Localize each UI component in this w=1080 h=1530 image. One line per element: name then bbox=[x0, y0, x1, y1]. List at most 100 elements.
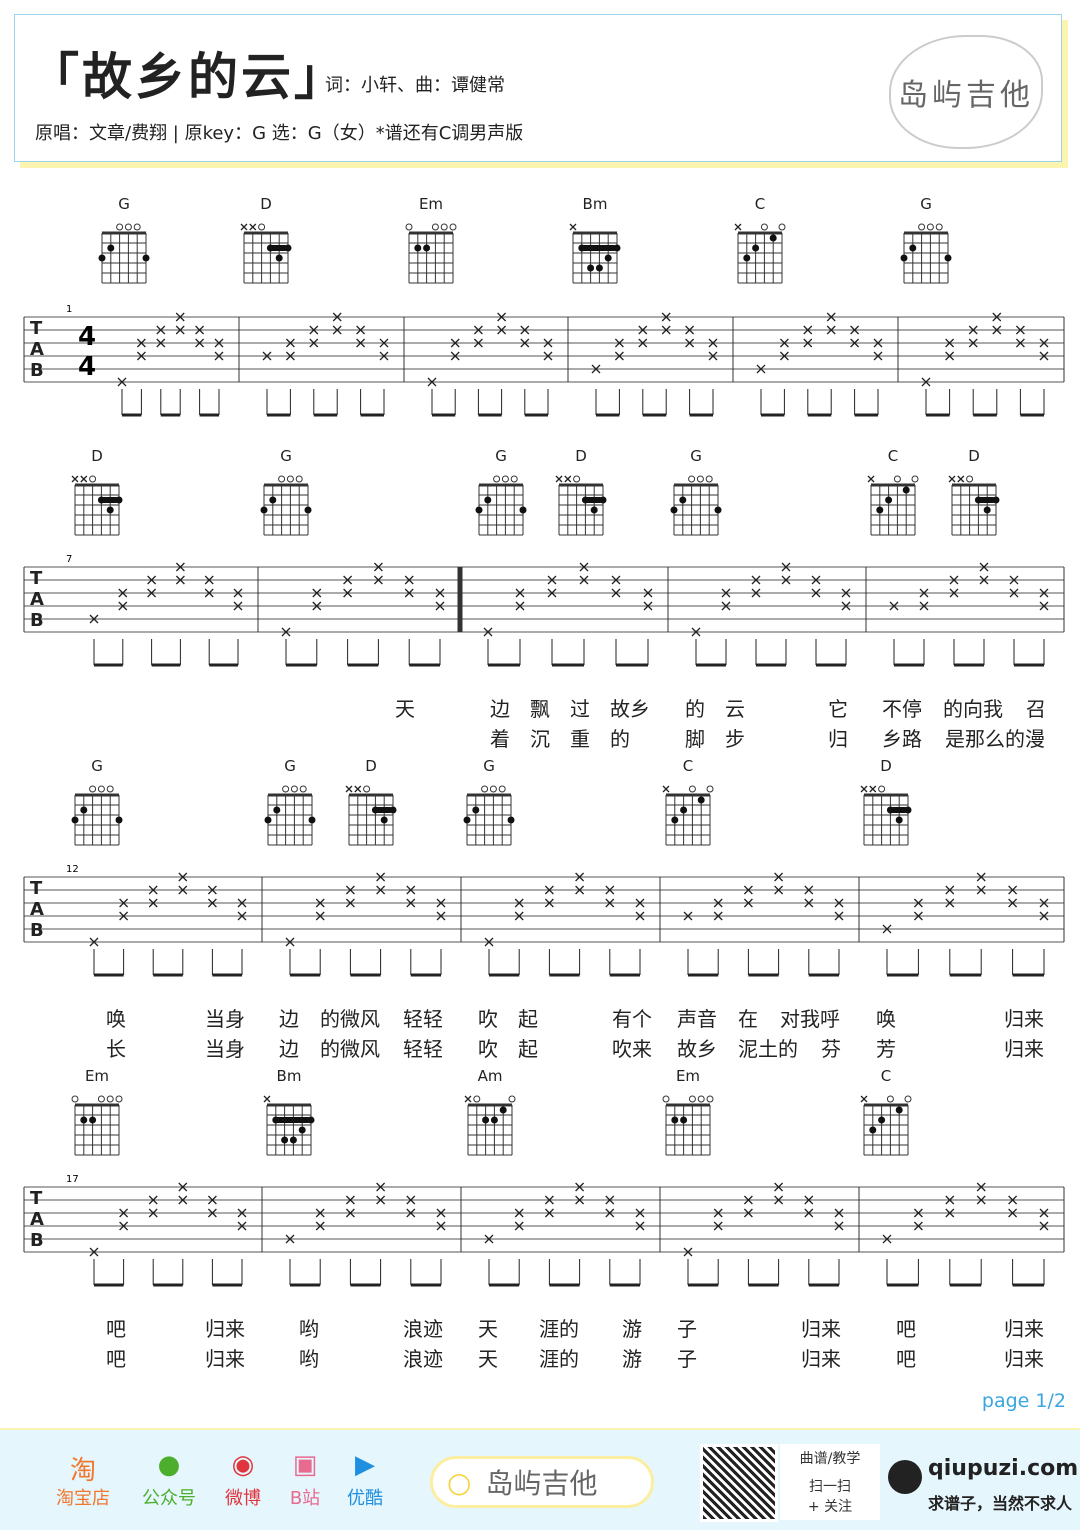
open-mark bbox=[706, 785, 714, 793]
tab-note bbox=[436, 898, 446, 908]
lyric-word: 游 bbox=[622, 1317, 642, 1341]
tab-note bbox=[774, 885, 784, 895]
time-sig-top: 4 bbox=[78, 322, 96, 352]
tab-note bbox=[575, 885, 585, 895]
lyric-word: 子 bbox=[677, 1317, 697, 1341]
tab-note bbox=[614, 351, 624, 361]
tab-note bbox=[89, 1247, 99, 1257]
tab-note bbox=[404, 575, 414, 585]
chord-name: Bm bbox=[583, 195, 608, 213]
tab-note bbox=[175, 325, 185, 335]
tab-note bbox=[811, 588, 821, 598]
youku-link[interactable]: ▶优酷 bbox=[330, 1450, 400, 1510]
tab-note bbox=[1039, 588, 1049, 598]
lyric-word: 吹 bbox=[478, 1037, 498, 1061]
tab-note bbox=[345, 898, 355, 908]
tab-note bbox=[309, 338, 319, 348]
tab-clef: T bbox=[30, 568, 43, 589]
tab-note bbox=[743, 1195, 753, 1205]
tab-note bbox=[118, 588, 128, 598]
tab-note bbox=[850, 338, 860, 348]
tab-note bbox=[376, 885, 386, 895]
open-mark bbox=[904, 1095, 912, 1103]
open-mark bbox=[926, 223, 934, 231]
tab-note bbox=[1008, 1195, 1018, 1205]
chord-name: C bbox=[683, 757, 693, 775]
tab-note bbox=[547, 575, 557, 585]
tab-note bbox=[484, 937, 494, 947]
tab-note bbox=[332, 312, 342, 322]
tab-note bbox=[285, 1234, 295, 1244]
finger-dot bbox=[885, 496, 893, 504]
tab-note bbox=[579, 575, 589, 585]
tab-note bbox=[921, 377, 931, 387]
open-mark bbox=[662, 1095, 670, 1103]
tab-note bbox=[514, 911, 524, 921]
finger-dot bbox=[944, 254, 952, 262]
lyric-word: 泥土的 bbox=[738, 1037, 798, 1061]
chord-name: G bbox=[284, 757, 296, 775]
open-mark bbox=[97, 1095, 105, 1103]
tab-note bbox=[544, 885, 554, 895]
finger-dot bbox=[275, 254, 283, 262]
taobao-link[interactable]: 淘淘宝店 bbox=[48, 1450, 118, 1510]
chord-name: C bbox=[755, 195, 765, 213]
finger-dot bbox=[273, 806, 281, 814]
watermark-slogan: 求谱子，当然不求人 bbox=[928, 1494, 1073, 1513]
mute-mark bbox=[869, 785, 877, 793]
open-mark bbox=[705, 475, 713, 483]
open-mark bbox=[481, 785, 489, 793]
tab-note bbox=[436, 1208, 446, 1218]
tab-note bbox=[743, 885, 753, 895]
search-box[interactable]: ○岛屿吉他 bbox=[430, 1456, 654, 1508]
tab-note bbox=[543, 338, 553, 348]
credits: 词：小轩、曲：谭健常 bbox=[325, 75, 505, 96]
finger-dot bbox=[106, 506, 114, 514]
open-mark bbox=[282, 785, 290, 793]
open-mark bbox=[510, 475, 518, 483]
tab-note bbox=[233, 601, 243, 611]
finger-dot bbox=[769, 234, 777, 242]
tab-note bbox=[579, 562, 589, 572]
lyric-word: 对我呼 bbox=[780, 1007, 840, 1031]
lyric-word: 乡路 bbox=[882, 727, 922, 751]
weibo-link[interactable]: ◉微博 bbox=[208, 1450, 278, 1510]
finger-dot bbox=[507, 816, 515, 824]
tab-note bbox=[515, 601, 525, 611]
wechat-icon: ● bbox=[157, 1450, 181, 1480]
chord-name: Em bbox=[676, 1067, 700, 1085]
tab-note bbox=[882, 924, 892, 934]
tab-note bbox=[119, 898, 129, 908]
lyric-word: 吹来 bbox=[612, 1037, 652, 1061]
chord-name: G bbox=[483, 757, 495, 775]
finger-dot bbox=[423, 244, 431, 252]
finger-dot bbox=[89, 1116, 97, 1124]
tab-note bbox=[207, 898, 217, 908]
open-mark bbox=[918, 223, 926, 231]
open-mark bbox=[966, 475, 974, 483]
tab-note bbox=[315, 1208, 325, 1218]
lyric-word: 哟 bbox=[299, 1347, 319, 1371]
lyric-word: 故乡 bbox=[610, 697, 650, 721]
wechat-link[interactable]: ●公众号 bbox=[134, 1450, 204, 1510]
bilibili-link[interactable]: ▣B站 bbox=[270, 1450, 340, 1510]
tab-note bbox=[945, 885, 955, 895]
tab-note bbox=[214, 351, 224, 361]
tab-clef: B bbox=[30, 920, 44, 941]
tab-note bbox=[175, 575, 185, 585]
finger-dot bbox=[414, 244, 422, 252]
mute-mark bbox=[240, 223, 248, 231]
tab-note bbox=[345, 885, 355, 895]
tab-note bbox=[207, 1208, 217, 1218]
lyric-word: 的 bbox=[610, 727, 630, 751]
chord-name: Am bbox=[478, 1067, 503, 1085]
tab-note bbox=[826, 325, 836, 335]
tab-note bbox=[285, 338, 295, 348]
tab-note bbox=[148, 885, 158, 895]
lyric-word: 天 bbox=[478, 1317, 498, 1341]
tab-note bbox=[635, 911, 645, 921]
tab-note bbox=[834, 1221, 844, 1231]
tab-note bbox=[89, 937, 99, 947]
tab-note bbox=[804, 885, 814, 895]
